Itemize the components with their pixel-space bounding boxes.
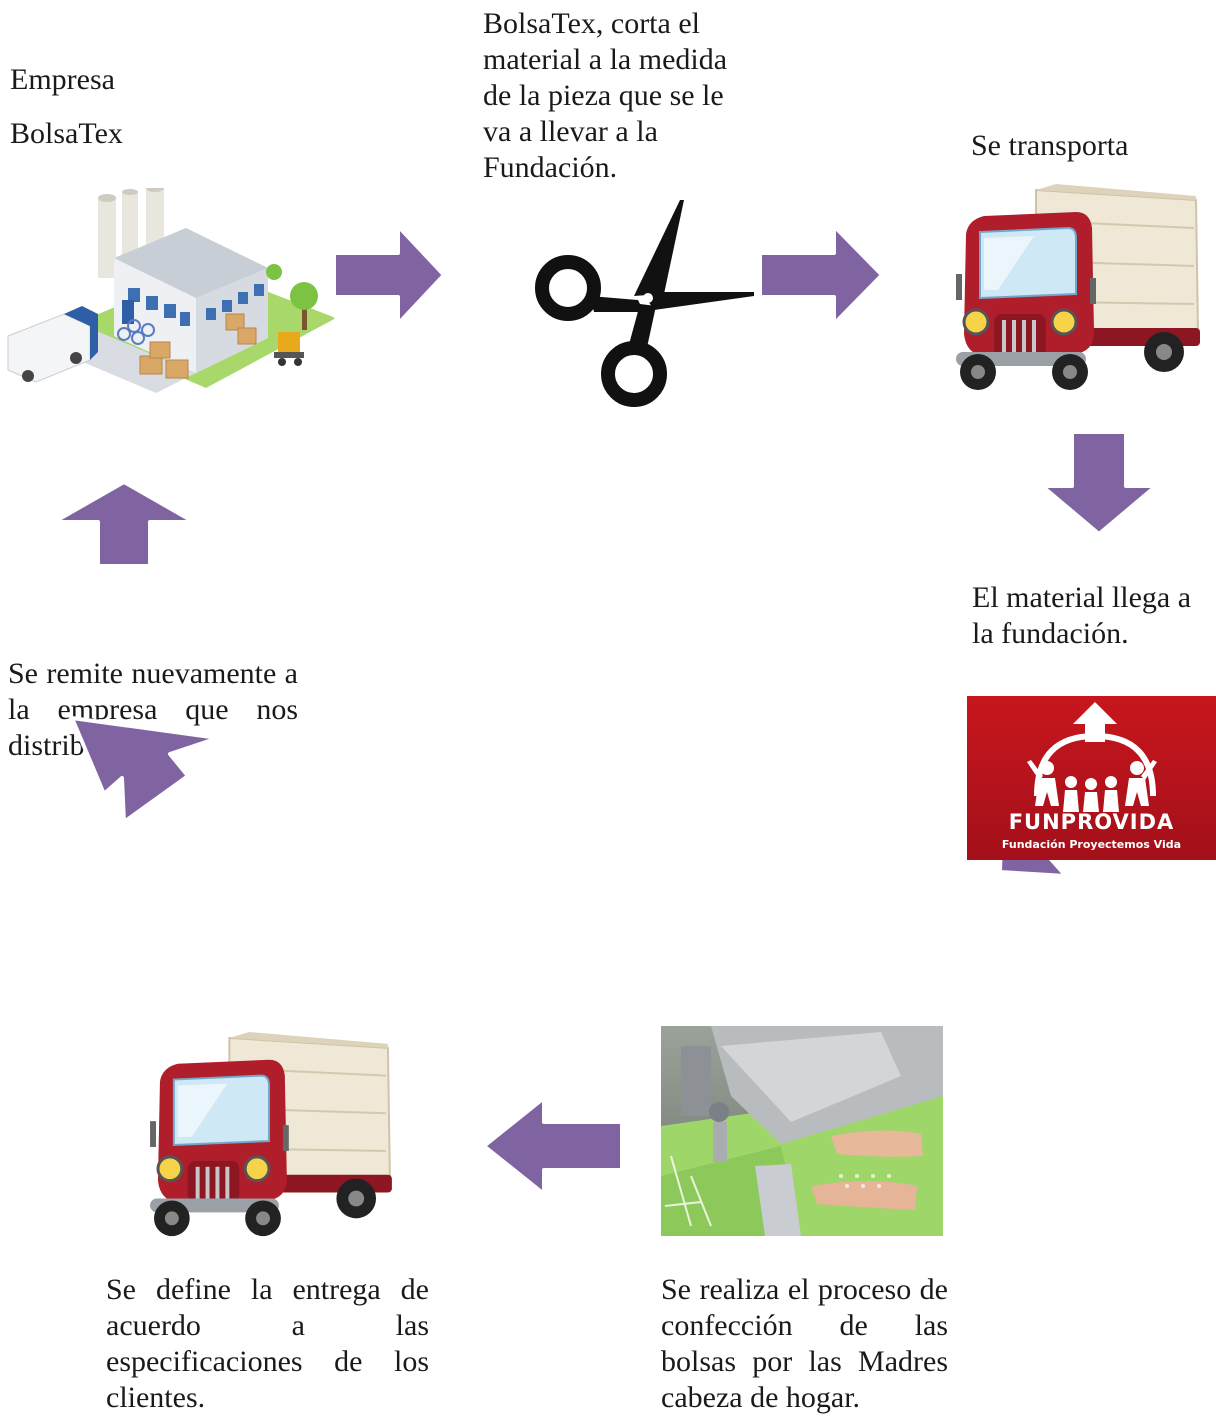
arrow-right-2-icon — [758, 224, 884, 326]
company-label-line1: Empresa — [10, 63, 115, 96]
company-label-line2: BolsaTex — [10, 117, 123, 150]
arrow-left-icon — [482, 1096, 624, 1196]
return-step-text: Se remite nuevamente a la empresa que no… — [8, 657, 298, 762]
factory-illustration — [7, 188, 334, 393]
funprovida-logo: FUNPROVIDA Fundación Proyectemos Vida — [967, 696, 1216, 860]
transport-step-text: Se transporta — [971, 129, 1129, 162]
arrow-down-icon — [1040, 430, 1158, 536]
delivery-step-text: Se define la entrega de acuerdo a las es… — [106, 1273, 429, 1414]
logo-name: FUNPROVIDA — [1008, 810, 1175, 834]
arrow-up-left-icon — [70, 716, 220, 824]
cut-step-text: BolsaTex, corta el material a la medida … — [483, 7, 728, 184]
scissors-icon — [535, 200, 754, 407]
logo-tagline: Fundación Proyectemos Vida — [1001, 838, 1182, 851]
truck-illustration — [956, 184, 1200, 390]
sewing-step-text: Se realiza el proceso de confección de l… — [661, 1273, 948, 1414]
truck-illustration-2 — [150, 1031, 392, 1237]
arrow-up-icon — [52, 480, 196, 568]
sewing-photo — [661, 1026, 943, 1236]
arrow-right-1-icon — [332, 224, 446, 326]
arrival-step-text: El material llega a la fundación. — [972, 581, 1192, 650]
